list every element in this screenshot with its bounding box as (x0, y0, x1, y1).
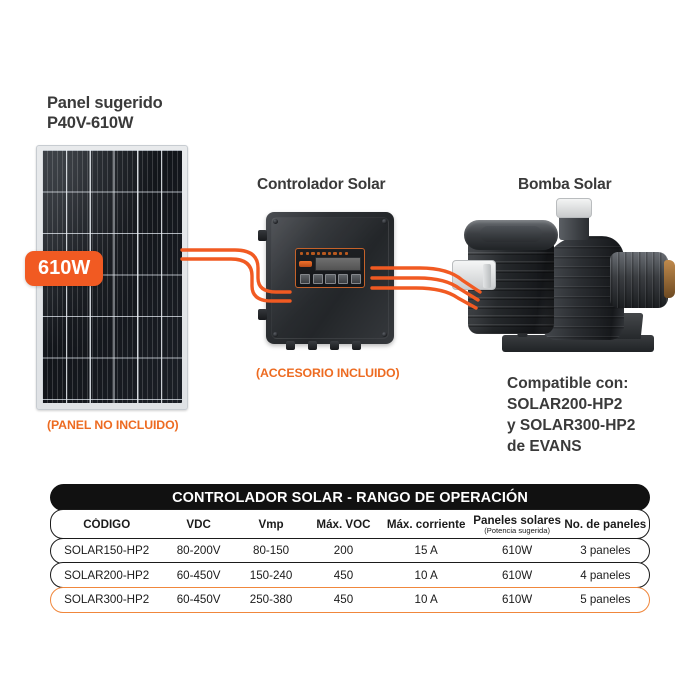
led-icon (327, 252, 332, 256)
panel-wattage-badge: 610W (25, 251, 104, 286)
cell-vdc: 60-450V (176, 593, 221, 607)
cell-max-voc: 450 (333, 568, 354, 582)
screw-icon (382, 332, 387, 337)
th-vdc: VDC (186, 517, 211, 531)
cell-max-voc: 200 (333, 544, 354, 558)
cell-paneles-solares: 610W (501, 568, 533, 582)
cell-paneles-solares: 610W (501, 593, 533, 607)
pump-suction-fitting (452, 260, 496, 290)
controller-button (312, 274, 323, 285)
pump-compatibility-note: Compatible con: SOLAR200-HP2 y SOLAR300-… (507, 373, 635, 457)
cell-vmp: 80-150 (253, 544, 290, 558)
screw-icon (273, 332, 278, 337)
compat-line1: Compatible con: (507, 375, 629, 392)
compat-line3: y SOLAR300-HP2 (507, 417, 636, 434)
cell-no-paneles: 5 paneles (580, 593, 631, 607)
th-no-paneles: No. de paneles (564, 517, 647, 531)
controller-button (350, 274, 362, 285)
cell-max-corriente: 10 A (414, 593, 438, 607)
cell-vmp: 150-240 (249, 568, 293, 582)
th-max-corriente: Máx. corriente (386, 517, 466, 531)
led-icon (316, 252, 321, 256)
controller-display-row (299, 257, 361, 272)
screw-icon (273, 219, 278, 224)
cell-paneles-solares: 610W (501, 544, 533, 558)
controller-title: Controlador Solar (257, 176, 386, 193)
table-row-highlighted: SOLAR300-HP2 60-450V 250-380 450 10 A 61… (50, 586, 650, 613)
pump-motor-endcap (664, 260, 675, 298)
solar-pump-image (452, 198, 678, 352)
solar-controller-image (258, 212, 394, 350)
led-icon (322, 252, 326, 256)
th-paneles-solares: Paneles solares (Potencia sugerida) (473, 514, 562, 535)
lcd-display (315, 257, 361, 272)
led-icon (344, 252, 349, 256)
table-header-row: CÓDIGO VDC Vmp Máx. VOC Máx. corriente P… (50, 509, 650, 540)
compat-line2: SOLAR200-HP2 (507, 396, 623, 413)
cell-no-paneles: 4 paneles (580, 568, 631, 582)
solar-panel-image (36, 145, 188, 410)
table-row: SOLAR150-HP2 80-200V 80-150 200 15 A 610… (50, 537, 650, 564)
th-vmp: Vmp (258, 517, 284, 531)
cable-gland (308, 341, 317, 350)
cell-vmp: 250-380 (249, 593, 293, 607)
cell-no-paneles: 3 paneles (580, 544, 631, 558)
controller-button-row (299, 274, 362, 285)
solar-cell-grid (42, 150, 182, 403)
pump-base (502, 335, 654, 352)
controller-button (325, 274, 336, 285)
compat-line4: de EVANS (507, 438, 582, 455)
controller-included-note: (ACCESORIO INCLUIDO) (256, 366, 400, 380)
table-title-bar: CONTROLADOR SOLAR - RANGO DE OPERACIÓN (50, 484, 650, 511)
pump-lid (464, 220, 558, 250)
led-icon (300, 252, 304, 256)
led-icon (311, 252, 315, 256)
th-codigo: CÓDIGO (83, 517, 131, 531)
cell-codigo: SOLAR150-HP2 (64, 544, 150, 558)
controller-faceplate (295, 248, 365, 288)
cell-max-voc: 450 (333, 593, 354, 607)
brand-logo-icon (299, 261, 312, 268)
cable-lug (258, 230, 267, 241)
panel-not-included-note: (PANEL NO INCLUIDO) (47, 418, 179, 432)
led-icon (305, 252, 309, 256)
th-paneles-solares-main: Paneles solares (473, 513, 561, 527)
led-icon (333, 252, 337, 256)
controller-button (300, 274, 311, 285)
th-paneles-solares-sub: (Potencia sugerida) (484, 525, 551, 535)
cell-vdc: 60-450V (176, 568, 221, 582)
th-max-voc: Máx. VOC (316, 517, 371, 531)
pump-discharge-fitting (556, 198, 592, 218)
led-icon (339, 252, 343, 256)
panel-title-line1: Panel sugerido (47, 94, 163, 112)
table-row: SOLAR200-HP2 60-450V 150-240 450 10 A 61… (50, 562, 650, 589)
cable-lug (258, 309, 267, 320)
controller-button (338, 274, 349, 285)
table-title: CONTROLADOR SOLAR - RANGO DE OPERACIÓN (172, 489, 528, 506)
spec-table: CONTROLADOR SOLAR - RANGO DE OPERACIÓN C… (50, 484, 650, 613)
screw-icon (382, 219, 387, 224)
panel-title: Panel sugerido P40V-610W (47, 93, 267, 133)
cable-gland (330, 341, 339, 350)
panel-title-line2: P40V-610W (47, 114, 134, 132)
cell-vdc: 80-200V (176, 544, 221, 558)
cable-gland (286, 341, 295, 350)
cell-codigo: SOLAR200-HP2 (64, 568, 150, 582)
cell-max-corriente: 15 A (414, 544, 438, 558)
cell-codigo: SOLAR300-HP2 (64, 593, 150, 607)
pump-motor (610, 252, 668, 308)
cell-max-corriente: 10 A (414, 568, 438, 582)
pump-title: Bomba Solar (518, 176, 612, 193)
led-indicator-row (299, 252, 361, 256)
cable-gland (352, 341, 361, 350)
